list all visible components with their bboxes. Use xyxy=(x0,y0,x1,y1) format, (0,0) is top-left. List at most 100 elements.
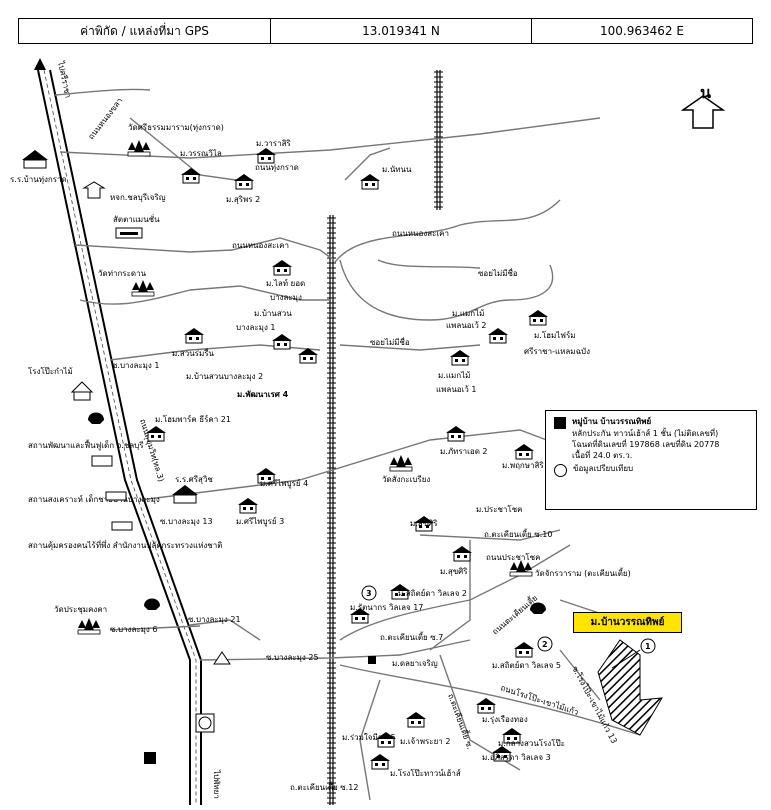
label-m-pattaya-2: ม.ภัทราเอด 2 xyxy=(440,447,488,456)
warehouse-icon xyxy=(70,381,94,401)
label-m-warinthorn: ม.วรรณวิไล xyxy=(180,149,222,158)
label-school-thung-krat: ร.ร.บ้านทุ่งกราด xyxy=(10,175,67,184)
building-icon xyxy=(105,491,127,501)
label-m-bang-la-mung: บางละมุง xyxy=(270,293,302,302)
temple-icon xyxy=(77,617,101,635)
leader-line xyxy=(611,649,641,669)
railway-center xyxy=(327,215,336,805)
junction-icon xyxy=(368,656,376,664)
label-m-bang-suan-2: ม.บ้านสวนบางละมุง 2 xyxy=(186,372,263,381)
north-arrow-icon xyxy=(680,95,726,129)
marker-2-label: 2 xyxy=(542,640,548,649)
comparison-circle-icon xyxy=(554,464,567,478)
subject-property-area xyxy=(597,639,663,736)
legend-line2: โฉนดที่ดินเลขที่ 197868 เลขที่ดิน 20778 xyxy=(572,439,720,449)
label-m-suan-thai: ม.สวนร่มรื่น xyxy=(172,347,215,358)
village-icon xyxy=(255,147,277,164)
marker-3-label: 3 xyxy=(366,589,372,598)
village-icon xyxy=(513,641,535,658)
village-icon xyxy=(451,545,473,562)
label-m-sukhiri-2: ม.สุขศิริ xyxy=(440,567,468,576)
roundabout-icon xyxy=(195,713,215,733)
building-icon xyxy=(91,455,113,467)
latitude-value: 13.019341 N xyxy=(271,19,532,43)
road-network xyxy=(54,88,641,801)
label-m-pruksa: ม.พฤกษาสิริ xyxy=(502,461,544,470)
label-m-rong-pui: ม.โรงโป๊ะทาวน์เฮ้าส์ xyxy=(390,768,461,778)
shell-logo-icon xyxy=(144,598,160,610)
label-m-blm-1: บางละมุง 1 xyxy=(236,323,276,332)
village-icon xyxy=(445,425,467,442)
legend-line1: หลักประกัน ทาวน์เฮ้าส์ 1 ชั้น (ไม่ติดเลข… xyxy=(572,429,719,438)
temple-icon xyxy=(131,279,155,297)
label-soi-2: ซอยไม่มีชื่อ xyxy=(370,336,410,347)
label-takhian-road: ถนนตะเคียนเตี้ย xyxy=(489,592,539,637)
legend-line4: ข้อมูลเปรียบเทียบ xyxy=(573,464,634,474)
label-sanam: สถานสงเคราะห์ เด็กชายบ้านบางละมุง xyxy=(28,494,160,504)
village-icon xyxy=(513,443,535,460)
label-takhian-s: ถ.ตะเคียนเตี้ย ซ. xyxy=(446,692,476,751)
label-takhian-7: ถ.ตะเคียนเตี้ย ซ.7 xyxy=(380,631,443,642)
arrow-north-icon xyxy=(34,58,46,70)
longitude-value: 100.963462 E xyxy=(600,24,684,38)
shell-logo-icon xyxy=(530,602,546,614)
village-icon xyxy=(405,711,427,728)
label-m-merit-3: ม.แมกไม้ xyxy=(438,371,470,380)
label-blm-25: ซ.บางละมุง 25 xyxy=(266,653,319,662)
label-m-merit-2: แพลนอเว้ 2 xyxy=(446,321,486,330)
label-m-sathit: ม.สถิตย์ดา วิลเลจ 2 xyxy=(398,588,467,598)
village-icon xyxy=(271,333,293,350)
label-prachachot: ถนนประชาโชค xyxy=(486,552,540,562)
village-icon xyxy=(449,349,471,366)
village-icon xyxy=(359,173,381,190)
label-wat-prachum: วัดประชุมคงคา xyxy=(54,605,107,614)
label-m-ban-suan: ม.บ้านสวน xyxy=(254,309,292,318)
label-m-prachachok: ม.ประชาโชค xyxy=(476,504,523,514)
village-icon xyxy=(233,173,255,190)
header-coordinate-bar: ค่าพิกัด / แหล่งที่มา GPS 13.019341 N 10… xyxy=(18,18,753,44)
marker-1-label: 1 xyxy=(645,642,651,651)
label-m-wara-siri: ม.วาราสิริ xyxy=(256,139,291,148)
label-wat-sri-thamma: วัดศรีธรรมมาราม(ทุ่งกราด) xyxy=(128,123,224,132)
label-takhian-10: ถ.ตะเคียนเตี้ย ซ.10 xyxy=(484,528,552,539)
label-pho-sri-moo: สถานพัฒนาและฟื้นฟูเด็ก จ.ชลบุรี xyxy=(28,439,144,451)
school-icon xyxy=(22,150,48,169)
label-m-phu-ruea: ม.พัฒนาเรศ 4 xyxy=(237,390,289,399)
label-nong-saeka-e: ถนนหนองสะเคา xyxy=(392,229,449,238)
label-m-merit-1: ม.แมกไม้ xyxy=(452,309,484,318)
label-m-sukhiri: ม.สุขศิริ xyxy=(410,519,438,528)
building-icon xyxy=(115,227,143,239)
label-thung-krat-road: ถนนทุ่งกราด xyxy=(255,163,299,172)
subject-swatch-icon xyxy=(554,417,566,429)
label-blm-1: ซ.บางละมุง 1 xyxy=(112,361,159,370)
label-wat-tha-krabok: วัดท่ากระดาน xyxy=(98,269,147,278)
label-nong-kha-road: ถนนหนองขลา xyxy=(86,96,124,141)
comparison-marker-3 xyxy=(361,585,377,601)
label-takhian-12: ถ.ตะเคียนเตี้ย ซ.12 xyxy=(290,781,358,792)
temple-icon xyxy=(127,139,151,157)
village-icon xyxy=(475,697,497,714)
village-icon xyxy=(237,497,259,514)
north-label: น xyxy=(700,83,711,102)
village-icon xyxy=(487,327,509,344)
building-icon xyxy=(111,521,133,531)
coord-label: ค่าพิกัด / แหล่งที่มา GPS xyxy=(19,19,271,43)
subject-label-box: ม.บ้านวรรณทิพย์ xyxy=(573,612,682,633)
label-m-sri-pattaya-3: ม.ศรีไพบูรย์ 3 xyxy=(236,516,284,527)
shell-logo-icon xyxy=(88,412,104,424)
label-wat-chakkawat: วัดจักรวาราม (ตะเคียนเตี้ย) xyxy=(535,567,631,578)
label-m-home-field: ม.โฮมไฟร์ม xyxy=(534,330,576,340)
label-m-chaopraya: ม.เจ้าพระยา 2 xyxy=(400,737,450,746)
label-sathan-fuen-fu: สถานคุ้มครองคนไร้ที่พึ่ง สำนักงานปลัดกระ… xyxy=(28,539,222,550)
label-m-lite-home: ม.ไลท์ ยอด xyxy=(266,278,305,288)
label-m-chareon: ม.ดลยาเจริญ xyxy=(392,659,438,668)
legend-line3: เนื้อที่ 24.0 ตร.ว. xyxy=(572,450,633,460)
label-blm-13: ซ.บางละมุง 13 xyxy=(160,517,213,526)
village-icon xyxy=(183,327,205,344)
label-m-sri-pattaya-4: ม.ศรีไพบูรย์ 4 xyxy=(260,478,308,489)
comparison-marker-1 xyxy=(640,638,656,654)
label-sukhumvit: ถนนสุขุมวิท(ทล.3) xyxy=(138,418,166,483)
temple-icon xyxy=(509,559,533,577)
village-icon xyxy=(180,167,202,184)
